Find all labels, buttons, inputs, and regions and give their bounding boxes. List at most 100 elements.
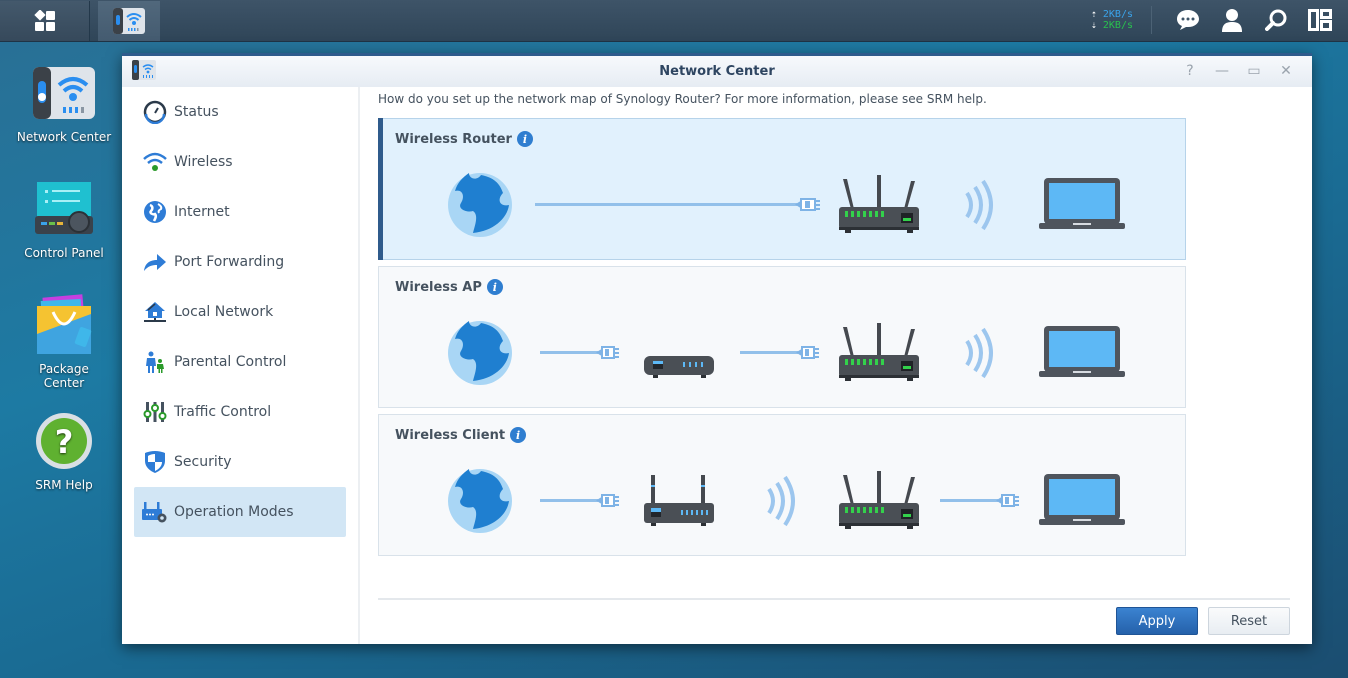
sidebar-item-local-network[interactable]: Local Network <box>134 287 346 337</box>
desktop-icon-control-panel[interactable]: Control Panel <box>8 176 120 260</box>
info-icon[interactable]: i <box>516 131 533 147</box>
family-icon <box>142 349 168 375</box>
ethernet-cable-icon <box>540 494 619 507</box>
notifications-button[interactable] <box>1166 0 1210 40</box>
sidebar-item-label: Parental Control <box>174 354 287 370</box>
window-title: Network Center <box>659 64 775 79</box>
home-network-icon <box>142 299 168 325</box>
help-button[interactable]: ? <box>1178 61 1202 81</box>
ethernet-cable-icon <box>740 346 819 359</box>
wifi-signal-icon <box>965 327 993 379</box>
sidebar-item-security[interactable]: Security <box>134 437 346 487</box>
sidebar-item-label: Traffic Control <box>174 404 272 420</box>
taskbar-app-network-center[interactable] <box>98 0 160 41</box>
laptop-icon <box>1039 178 1125 229</box>
main-menu-icon <box>33 9 55 31</box>
widgets-button[interactable] <box>1298 0 1342 40</box>
network-speed-readout: ⇡ 2KB/s ⇣ 2KB/s <box>1091 9 1133 31</box>
footer-divider <box>378 598 1290 600</box>
sidebar-item-operation-modes[interactable]: Operation Modes <box>134 487 346 537</box>
mode-title: Wireless Router <box>395 131 512 147</box>
sidebar-item-label: Operation Modes <box>174 504 294 520</box>
sidebar-item-parental-control[interactable]: Parental Control <box>134 337 346 387</box>
router-icon <box>839 323 919 381</box>
upload-speed: 2KB/s <box>1102 9 1133 20</box>
taskbar-divider <box>1151 6 1152 34</box>
sidebar: Status Wireless Internet Port Forwarding… <box>122 87 360 644</box>
internet-globe-icon <box>448 321 512 385</box>
search-button[interactable] <box>1254 0 1298 40</box>
sliders-icon <box>142 399 168 425</box>
mode-card-wireless-router[interactable]: Wireless Router i <box>378 118 1186 260</box>
reset-button[interactable]: Reset <box>1208 607 1290 635</box>
mode-title: Wireless AP <box>395 279 482 295</box>
router-icon <box>839 175 919 233</box>
download-speed: 2KB/s <box>1102 20 1133 31</box>
sidebar-item-label: Wireless <box>174 154 233 170</box>
router-gear-icon <box>142 499 168 525</box>
ethernet-cable-icon <box>535 198 820 211</box>
intro-text: How do you set up the network map of Syn… <box>378 92 987 106</box>
package-center-icon <box>37 294 92 354</box>
notifications-icon <box>1177 10 1199 30</box>
mode-title: Wireless Client <box>395 427 506 443</box>
sidebar-item-label: Port Forwarding <box>174 254 285 270</box>
info-icon[interactable]: i <box>486 279 503 295</box>
desktop-icon-label: SRM Help <box>35 478 93 492</box>
maximize-icon: ▭ <box>1247 63 1261 79</box>
network-center-icon <box>132 60 156 80</box>
main-menu-button[interactable] <box>0 0 90 41</box>
window-titlebar[interactable]: Network Center ? — ▭ ✕ <box>122 53 1312 87</box>
network-center-icon <box>33 67 95 119</box>
help-icon: ? <box>1186 63 1194 79</box>
maximize-button[interactable]: ▭ <box>1242 61 1266 81</box>
sidebar-item-wireless[interactable]: Wireless <box>134 137 346 187</box>
laptop-icon <box>1039 326 1125 377</box>
wifi-icon <box>142 149 168 175</box>
download-arrow-icon: ⇣ <box>1090 20 1097 31</box>
minimize-button[interactable]: — <box>1210 61 1234 81</box>
forward-arrow-icon <box>142 249 168 275</box>
router-icon <box>839 471 919 529</box>
minimize-icon: — <box>1215 63 1229 79</box>
ethernet-cable-icon <box>940 494 1019 507</box>
sidebar-item-status[interactable]: Status <box>134 87 346 137</box>
desktop-icon-network-center[interactable]: Network Center <box>8 60 120 144</box>
close-button[interactable]: ✕ <box>1274 61 1298 81</box>
sidebar-item-label: Local Network <box>174 304 274 320</box>
internet-globe-icon <box>448 469 512 533</box>
gauge-icon <box>142 99 168 125</box>
close-icon: ✕ <box>1280 63 1292 79</box>
sidebar-item-label: Security <box>174 454 232 470</box>
svg-text:?: ? <box>55 423 74 461</box>
modem-icon <box>644 356 714 378</box>
desktop-icon-package-center[interactable]: Package Center <box>8 292 120 390</box>
shield-icon <box>142 449 168 475</box>
globe-icon <box>142 199 168 225</box>
laptop-icon <box>1039 474 1125 525</box>
ethernet-cable-icon <box>540 346 619 359</box>
info-icon[interactable]: i <box>510 427 527 443</box>
desktop-icon-label: Network Center <box>16 130 112 144</box>
user-icon <box>1222 9 1242 32</box>
control-panel-icon <box>35 182 93 234</box>
search-icon <box>1265 9 1287 31</box>
internet-globe-icon <box>448 173 512 237</box>
mode-card-wireless-client[interactable]: Wireless Client i <box>378 414 1186 556</box>
sidebar-item-label: Internet <box>174 204 230 220</box>
mode-card-wireless-ap[interactable]: Wireless AP i <box>378 266 1186 408</box>
upload-arrow-icon: ⇡ <box>1090 9 1097 20</box>
apply-button[interactable]: Apply <box>1116 607 1198 635</box>
wifi-signal-icon <box>767 475 795 527</box>
taskbar: ⇡ 2KB/s ⇣ 2KB/s <box>0 0 1348 42</box>
help-icon: ? <box>36 413 92 469</box>
network-center-window: Network Center ? — ▭ ✕ Status Wireless I… <box>122 53 1312 644</box>
user-button[interactable] <box>1210 0 1254 40</box>
sidebar-item-port-forwarding[interactable]: Port Forwarding <box>134 237 346 287</box>
desktop-icon-srm-help[interactable]: ? SRM Help <box>8 408 120 492</box>
sidebar-item-traffic-control[interactable]: Traffic Control <box>134 387 346 437</box>
network-center-icon <box>113 7 145 34</box>
sidebar-item-internet[interactable]: Internet <box>134 187 346 237</box>
sidebar-item-label: Status <box>174 104 219 120</box>
wifi-signal-icon <box>965 179 993 231</box>
